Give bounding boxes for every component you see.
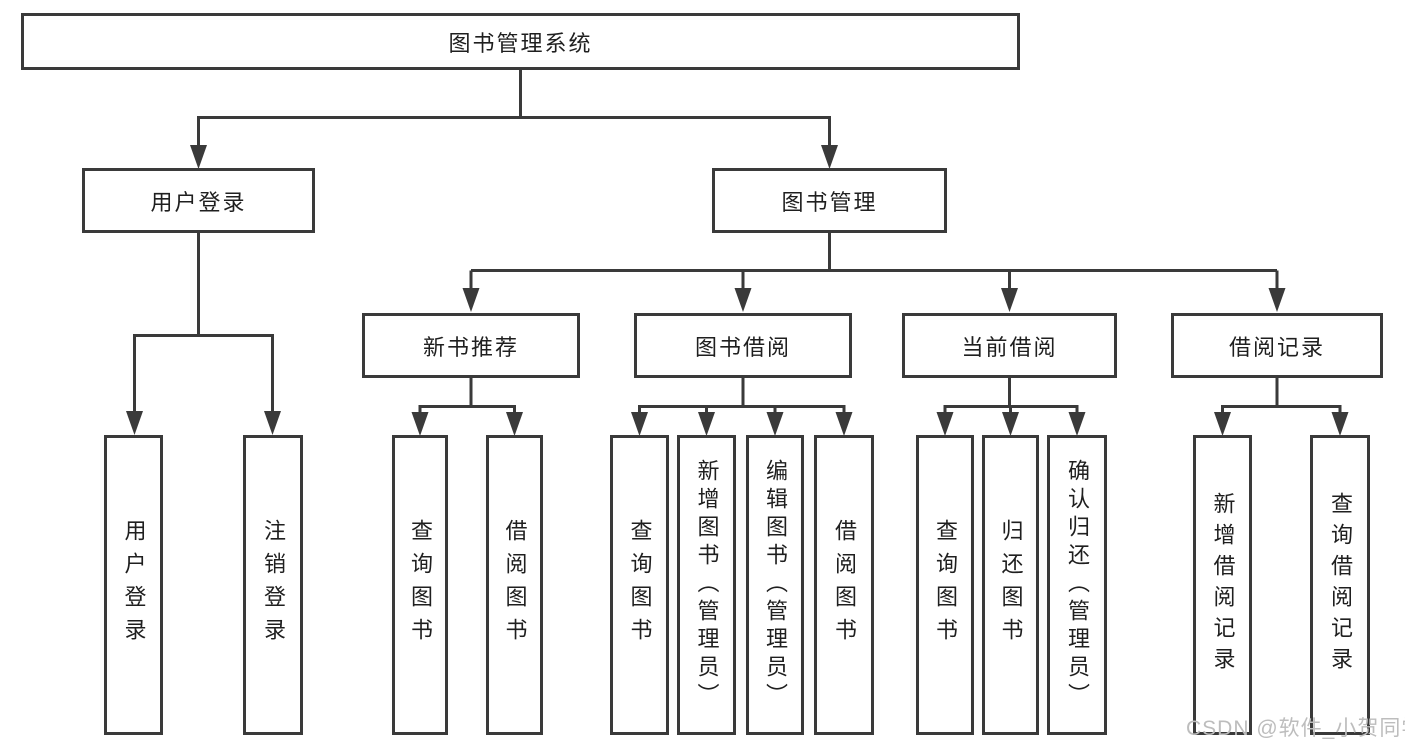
node-book-borrow: 图书借阅 bbox=[634, 313, 852, 378]
node-label: 图书管理 bbox=[781, 189, 878, 215]
arrow-down-icon bbox=[1002, 412, 1019, 436]
leaf-label: 借阅图书 bbox=[832, 519, 857, 651]
leaf-return-books: 归还图书 bbox=[982, 435, 1039, 735]
arrow-down-icon bbox=[1214, 412, 1231, 436]
leaf-edit-books-admin: 编辑图书（管理员） bbox=[746, 435, 804, 735]
arrow-down-icon bbox=[1001, 288, 1018, 312]
arrow-down-icon bbox=[698, 412, 715, 436]
leaf-label: 新增图书（管理员） bbox=[694, 459, 720, 711]
arrow-down-icon bbox=[936, 412, 954, 436]
leaf-borrow-books: 借阅图书 bbox=[486, 435, 543, 735]
node-label: 借阅记录 bbox=[1228, 334, 1325, 360]
arrow-down-icon bbox=[631, 412, 648, 436]
leaf-user-login: 用户登录 bbox=[104, 435, 163, 735]
leaf-confirm-return-admin: 确认归还（管理员） bbox=[1047, 435, 1107, 735]
arrow-down-icon bbox=[1068, 412, 1086, 436]
csdn-watermark: CSDN @软件_小贺同学 bbox=[1186, 717, 1405, 740]
node-label: 当前借阅 bbox=[961, 334, 1058, 360]
arrow-down-icon bbox=[264, 411, 281, 435]
leaf-label: 查询图书 bbox=[933, 519, 958, 651]
arrow-down-icon bbox=[126, 411, 143, 435]
node-label: 图书借阅 bbox=[694, 334, 791, 360]
node-label: 新书推荐 bbox=[422, 334, 519, 360]
leaf-query-books: 查询图书 bbox=[916, 435, 974, 735]
leaf-query-books: 查询图书 bbox=[610, 435, 669, 735]
leaf-label: 借阅图书 bbox=[502, 519, 528, 651]
node-user-login: 用户登录 bbox=[82, 168, 315, 233]
node-label: 图书管理系统 bbox=[448, 30, 593, 56]
leaf-label: 确认归还（管理员） bbox=[1065, 459, 1090, 711]
node-current-borrow: 当前借阅 bbox=[902, 313, 1117, 378]
leaf-add-borrow-record: 新增借阅记录 bbox=[1193, 435, 1252, 735]
node-new-book-recommend: 新书推荐 bbox=[362, 313, 580, 378]
arrow-down-icon bbox=[190, 145, 207, 169]
leaf-add-books-admin: 新增图书（管理员） bbox=[677, 435, 736, 735]
arrow-down-icon bbox=[734, 288, 752, 312]
arrow-down-icon bbox=[821, 145, 838, 169]
arrow-down-icon bbox=[462, 288, 480, 312]
node-borrow-records: 借阅记录 bbox=[1171, 313, 1383, 378]
node-label: 用户登录 bbox=[150, 189, 247, 215]
arrow-down-icon bbox=[766, 412, 784, 436]
node-library-system: 图书管理系统 bbox=[21, 13, 1020, 70]
leaf-query-borrow-record: 查询借阅记录 bbox=[1310, 435, 1370, 735]
leaf-label: 注销登录 bbox=[261, 519, 286, 651]
leaf-borrow-books: 借阅图书 bbox=[814, 435, 874, 735]
leaf-logout: 注销登录 bbox=[243, 435, 303, 735]
arrow-down-icon bbox=[506, 412, 523, 436]
node-book-management: 图书管理 bbox=[712, 168, 947, 233]
leaf-query-books: 查询图书 bbox=[392, 435, 448, 735]
leaf-label: 查询图书 bbox=[627, 519, 653, 651]
arrow-down-icon bbox=[411, 412, 429, 436]
leaf-label: 归还图书 bbox=[998, 519, 1024, 651]
arrow-down-icon bbox=[835, 412, 853, 436]
leaf-label: 查询图书 bbox=[408, 519, 433, 651]
leaf-label: 查询借阅记录 bbox=[1328, 492, 1353, 678]
arrow-down-icon bbox=[1331, 412, 1349, 436]
leaf-label: 新增借阅记录 bbox=[1210, 492, 1236, 678]
leaf-label: 编辑图书（管理员） bbox=[763, 459, 788, 711]
leaf-label: 用户登录 bbox=[121, 519, 147, 651]
arrow-down-icon bbox=[1268, 288, 1286, 312]
